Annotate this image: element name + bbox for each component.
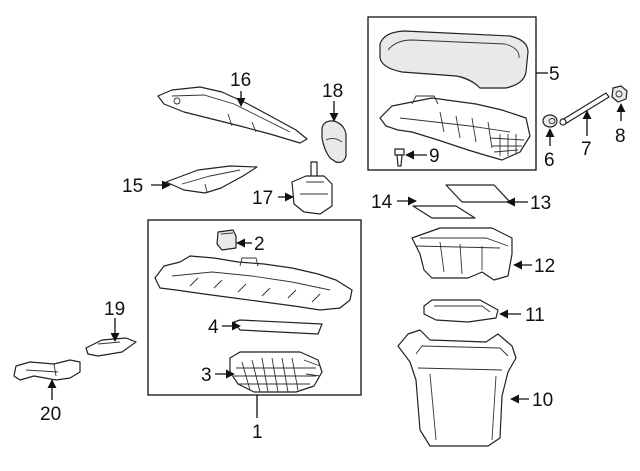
part-14-pad[interactable] [412,205,476,219]
part-12-tray[interactable] [411,227,513,281]
part-5-hinge-frame[interactable] [379,95,531,161]
callout-10: 10 [532,390,553,411]
part-6-bushing[interactable] [542,114,558,128]
part-16-side-trim[interactable] [157,86,308,144]
callout-3: 3 [201,365,212,386]
callout-9: 9 [429,146,440,167]
callout-16: 16 [230,70,251,91]
callout-8: 8 [615,126,626,147]
callout-15: 15 [122,176,143,197]
part-17-shifter[interactable] [291,161,333,215]
callout-14: 14 [371,192,393,213]
part-5-armrest-lid[interactable] [379,30,529,89]
callout-19: 19 [104,299,125,320]
part-2-switch[interactable] [216,229,237,251]
part-18-shift-knob[interactable] [321,120,347,163]
callout-20: 20 [40,404,61,425]
part-10-storage-bin[interactable] [397,329,517,447]
part-20-bracket[interactable] [13,359,81,381]
part-3-grille[interactable] [229,351,323,393]
callout-17: 17 [252,188,273,209]
callout-2: 2 [254,234,265,255]
callout-7: 7 [581,139,592,160]
callout-11: 11 [525,305,545,326]
callout-18: 18 [322,81,343,102]
part-4-cover[interactable] [233,319,323,335]
part-19-bracket[interactable] [85,337,137,357]
part-1-console-plate[interactable] [154,255,353,311]
part-7-hinge-pin[interactable] [559,92,610,126]
part-13-mat[interactable] [445,184,511,203]
callout-13: 13 [530,193,551,214]
callout-4: 4 [208,317,219,338]
part-8-nut[interactable] [611,85,628,103]
part-9-screw[interactable] [394,148,405,167]
part-15-trim-panel[interactable] [165,165,258,194]
callout-5: 5 [549,64,560,85]
callout-12: 12 [534,256,555,277]
callout-6: 6 [544,150,555,171]
part-11-bin-tray[interactable] [423,299,499,323]
callout-1: 1 [252,422,263,443]
assembly-5-box [367,16,537,171]
assembly-1-box [147,219,362,396]
